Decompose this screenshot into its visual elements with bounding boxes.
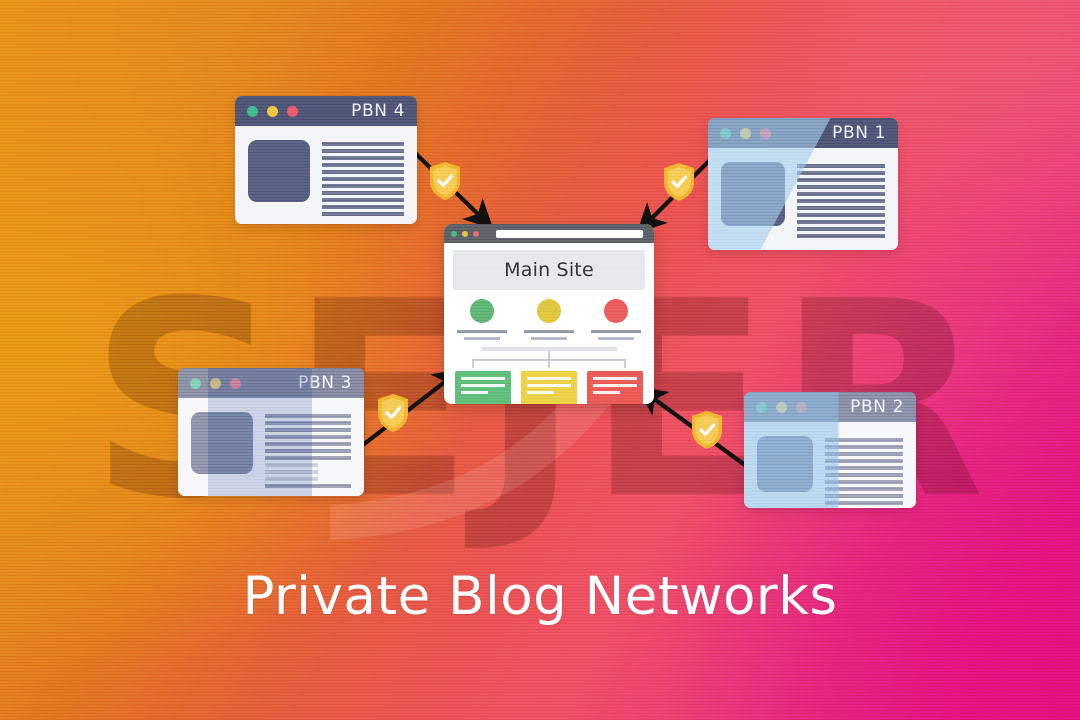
traffic-light-green-icon[interactable] <box>720 127 731 139</box>
traffic-light-yellow-icon[interactable] <box>267 105 278 117</box>
pbn3-thumbnail <box>191 412 253 474</box>
pbn2-thumbnail <box>757 436 813 492</box>
pbn4-thumbnail <box>248 140 310 202</box>
child-node-red <box>587 371 643 404</box>
page-title: Private Blog Networks <box>242 566 838 627</box>
pbn1-thumbnail <box>721 162 785 226</box>
circle-red-icon <box>604 299 628 323</box>
traffic-light-red-icon[interactable] <box>287 105 298 117</box>
window-pbn1[interactable]: PBN 1 <box>708 118 898 250</box>
pbn2-titlebar: PBN 2 <box>744 392 916 422</box>
pbn4-text-lines <box>322 140 404 216</box>
pbn4-content <box>235 126 417 224</box>
pbn3-titlebar: PBN 3 <box>178 368 364 398</box>
pbn3-title: PBN 3 <box>298 373 352 393</box>
pbn2-text-lines <box>825 436 903 505</box>
pbn1-content <box>708 148 898 250</box>
pbn4-title: PBN 4 <box>351 101 405 121</box>
circle-green-icon <box>470 299 494 323</box>
window-main-site[interactable]: Main Site <box>444 224 654 404</box>
traffic-light-red-icon[interactable] <box>473 230 479 237</box>
pbn1-title: PBN 1 <box>832 123 886 143</box>
shield-check-icon-pbn4 <box>428 161 462 201</box>
traffic-light-red-icon[interactable] <box>796 401 807 413</box>
traffic-light-red-icon[interactable] <box>230 377 241 389</box>
pbn2-content <box>744 422 916 508</box>
pbn1-text-lines <box>797 162 885 238</box>
circle-yellow-icon <box>537 299 561 323</box>
child-nodes-row <box>453 371 645 404</box>
shield-check-icon-pbn2 <box>690 410 724 450</box>
window-pbn2[interactable]: PBN 2 <box>744 392 916 508</box>
feature-cards-row <box>453 299 645 340</box>
traffic-light-red-icon[interactable] <box>760 127 771 139</box>
feature-card <box>524 299 574 340</box>
feature-card <box>591 299 641 340</box>
traffic-light-green-icon[interactable] <box>451 230 457 237</box>
traffic-light-yellow-icon[interactable] <box>462 230 468 237</box>
main-site-content: Main Site <box>444 243 654 404</box>
traffic-light-green-icon[interactable] <box>247 105 258 117</box>
traffic-light-green-icon[interactable] <box>190 377 201 389</box>
pbn3-text-lines <box>265 412 351 488</box>
pbn2-title: PBN 2 <box>850 397 904 417</box>
main-site-titlebar <box>444 224 654 243</box>
main-site-header: Main Site <box>453 250 645 290</box>
pbn3-content <box>178 398 364 496</box>
traffic-light-yellow-icon[interactable] <box>210 377 221 389</box>
window-pbn4[interactable]: PBN 4 <box>235 96 417 224</box>
child-node-yellow <box>521 371 577 404</box>
pbn1-titlebar: PBN 1 <box>708 118 898 148</box>
tree-connector <box>453 345 645 371</box>
child-node-green <box>455 371 511 404</box>
shield-check-icon-pbn1 <box>662 162 696 202</box>
traffic-light-yellow-icon[interactable] <box>776 401 787 413</box>
address-bar[interactable] <box>496 229 643 238</box>
window-pbn3[interactable]: PBN 3 <box>178 368 364 496</box>
traffic-light-yellow-icon[interactable] <box>740 127 751 139</box>
shield-check-icon-pbn3 <box>376 393 410 433</box>
traffic-light-green-icon[interactable] <box>756 401 767 413</box>
feature-card <box>457 299 507 340</box>
main-site-title: Main Site <box>504 259 594 281</box>
pbn4-titlebar: PBN 4 <box>235 96 417 126</box>
